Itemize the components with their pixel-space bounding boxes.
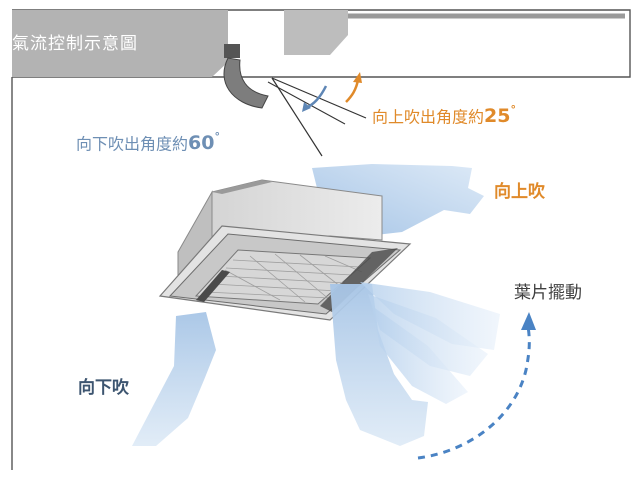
downward-airflow-left	[132, 312, 216, 446]
blow-down-label: 向下吹	[78, 378, 129, 398]
blade-swing-label: 葉片擺動	[514, 283, 582, 303]
swing-arrowhead	[521, 312, 536, 330]
down-degree-symbol: °	[214, 130, 220, 143]
up-degree-symbol: °	[510, 103, 516, 116]
up-angle-label: 向上吹出角度約25°	[372, 103, 516, 128]
louver-detail	[223, 44, 367, 157]
blow-up-label: 向上吹	[494, 182, 545, 202]
up-angle-arrowhead	[353, 72, 362, 83]
down-angle-text: 向下吹出角度約	[76, 134, 189, 154]
title-banner	[12, 10, 228, 77]
swing-dashed-arrow	[417, 325, 531, 460]
ceiling-beam	[284, 10, 348, 55]
downward-airflow-front	[330, 284, 428, 446]
swing-airflow	[360, 282, 500, 404]
up-angle-value: 25	[484, 105, 511, 128]
down-angle-value: 60	[188, 132, 215, 155]
down-angle-arrowhead	[302, 102, 311, 112]
up-angle-text: 向上吹出角度約	[372, 107, 485, 127]
diagram-title: 氣流控制示意圖	[12, 33, 138, 54]
down-angle-label: 向下吹出角度約60°	[76, 130, 220, 155]
up-angle-arc	[345, 79, 360, 103]
